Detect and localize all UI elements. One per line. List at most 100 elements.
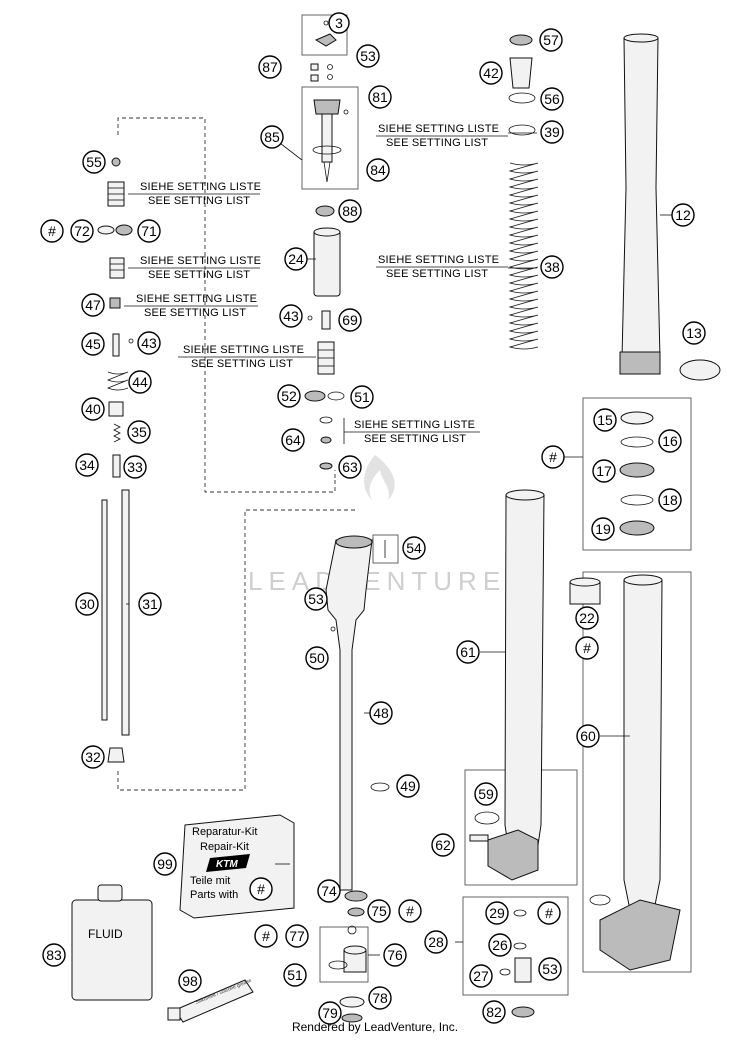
callout-3[interactable]: 3 — [328, 12, 350, 34]
callout-hash-kit-1[interactable]: # — [40, 219, 64, 243]
svg-text:40: 40 — [85, 401, 101, 417]
callout-24[interactable]: 24 — [284, 247, 308, 271]
callout-51[interactable]: 51 — [350, 385, 374, 409]
callout-31[interactable]: 31 — [138, 592, 162, 616]
callout-29[interactable]: 29 — [485, 901, 509, 925]
callout-59[interactable]: 59 — [474, 782, 498, 806]
svg-text:#: # — [257, 881, 265, 897]
callout-13[interactable]: 13 — [682, 321, 706, 345]
callout-71[interactable]: 71 — [137, 219, 161, 243]
callout-62[interactable]: 62 — [431, 833, 455, 857]
callout-63[interactable]: 63 — [338, 455, 362, 479]
callout-72[interactable]: 72 — [70, 219, 94, 243]
callout-60[interactable]: 60 — [576, 724, 600, 748]
callout-12[interactable]: 12 — [671, 203, 695, 227]
callout-85[interactable]: 85 — [260, 125, 284, 149]
callout-44[interactable]: 44 — [128, 370, 152, 394]
svg-text:29: 29 — [489, 905, 505, 921]
callout-32[interactable]: 32 — [81, 745, 105, 769]
svg-text:55: 55 — [86, 154, 102, 170]
callout-55[interactable]: 55 — [82, 150, 106, 174]
callout-53[interactable]: 53 — [356, 44, 380, 68]
callout-50[interactable]: 50 — [305, 646, 329, 670]
callout-43-left[interactable]: 43 — [137, 331, 161, 355]
callout-22[interactable]: 22 — [575, 606, 599, 630]
callout-35[interactable]: 35 — [127, 420, 151, 444]
callout-54[interactable]: 54 — [402, 536, 426, 560]
svg-text:33: 33 — [127, 459, 143, 475]
callout-69[interactable]: 69 — [338, 308, 362, 332]
note-left-1: SIEHE SETTING LISTE SEE SETTING LIST — [128, 181, 261, 207]
svg-text:13: 13 — [686, 325, 702, 341]
callout-83[interactable]: 83 — [42, 943, 66, 967]
callout-79[interactable]: 79 — [318, 1001, 342, 1025]
callout-77[interactable]: 77 — [285, 924, 309, 948]
svg-text:49: 49 — [400, 778, 416, 794]
svg-text:59: 59 — [478, 786, 494, 802]
callout-19[interactable]: 19 — [591, 517, 615, 541]
callout-81[interactable]: 81 — [368, 85, 392, 109]
callout-40[interactable]: 40 — [81, 397, 105, 421]
callout-hash-kit-5[interactable]: # — [398, 899, 422, 923]
callout-16[interactable]: 16 — [658, 429, 682, 453]
callout-82[interactable]: 82 — [482, 1000, 506, 1024]
callout-99[interactable]: 99 — [153, 852, 177, 876]
callout-76[interactable]: 76 — [383, 943, 407, 967]
callout-33[interactable]: 33 — [123, 455, 147, 479]
callout-56[interactable]: 56 — [540, 87, 564, 111]
note-text-en: SEE SETTING LIST — [386, 137, 488, 149]
callout-52[interactable]: 52 — [277, 384, 301, 408]
svg-text:#: # — [48, 223, 56, 239]
svg-text:62: 62 — [435, 837, 451, 853]
callout-15[interactable]: 15 — [593, 408, 617, 432]
callout-hash-kit-4[interactable]: # — [249, 877, 273, 901]
note-left-2: SIEHE SETTING LISTE SEE SETTING LIST — [128, 255, 261, 281]
callout-39[interactable]: 39 — [540, 120, 564, 144]
callout-27[interactable]: 27 — [469, 964, 493, 988]
callout-57[interactable]: 57 — [539, 28, 563, 52]
callout-26[interactable]: 26 — [488, 933, 512, 957]
callout-74[interactable]: 74 — [317, 879, 341, 903]
note-left-3: SIEHE SETTING LISTE SEE SETTING LIST — [124, 293, 258, 319]
callout-hash-kit-7[interactable]: # — [537, 901, 561, 925]
callout-30[interactable]: 30 — [75, 592, 99, 616]
callout-18[interactable]: 18 — [658, 488, 682, 512]
callout-38[interactable]: 38 — [540, 255, 564, 279]
callout-88[interactable]: 88 — [338, 199, 362, 223]
callout-47[interactable]: 47 — [81, 293, 105, 317]
note-text-de: SIEHE SETTING LISTE — [183, 344, 304, 356]
svg-text:#: # — [406, 903, 414, 919]
callout-hash-kit-3[interactable]: # — [575, 636, 599, 660]
callout-75[interactable]: 75 — [367, 899, 391, 923]
callout-84[interactable]: 84 — [366, 158, 390, 182]
callout-45[interactable]: 45 — [81, 332, 105, 356]
callout-34[interactable]: 34 — [75, 453, 99, 477]
note-right-1: SIEHE SETTING LISTE SEE SETTING LIST — [376, 123, 508, 149]
svg-text:3: 3 — [335, 15, 343, 31]
svg-text:34: 34 — [79, 457, 95, 473]
callout-28[interactable]: 28 — [424, 930, 448, 954]
callout-42[interactable]: 42 — [479, 61, 503, 85]
callout-53-lower[interactable]: 53 — [538, 957, 562, 981]
svg-text:54: 54 — [406, 540, 422, 556]
callout-hash-kit-6[interactable]: # — [254, 924, 278, 948]
callout-hash-kit-2[interactable]: # — [541, 445, 565, 469]
footer-credit: Rendered by LeadVenture, Inc. — [291, 1020, 459, 1034]
svg-text:50: 50 — [309, 650, 325, 666]
setting-notes: SIEHE SETTING LISTE SEE SETTING LIST SIE… — [124, 123, 508, 445]
callout-49[interactable]: 49 — [396, 774, 420, 798]
svg-text:48: 48 — [373, 705, 389, 721]
callout-98[interactable]: 98 — [178, 969, 202, 993]
callout-43[interactable]: 43 — [279, 304, 303, 328]
callout-64[interactable]: 64 — [281, 428, 305, 452]
callout-17[interactable]: 17 — [592, 459, 616, 483]
svg-text:#: # — [549, 449, 557, 465]
callout-78[interactable]: 78 — [368, 986, 392, 1010]
callout-87[interactable]: 87 — [258, 55, 282, 79]
callout-61[interactable]: 61 — [456, 640, 480, 664]
callout-51-lower[interactable]: 51 — [283, 963, 307, 987]
callout-53-center[interactable]: 53 — [304, 587, 328, 611]
svg-text:42: 42 — [483, 65, 499, 81]
callout-48[interactable]: 48 — [369, 701, 393, 725]
note-text-en: SEE SETTING LIST — [364, 433, 466, 445]
